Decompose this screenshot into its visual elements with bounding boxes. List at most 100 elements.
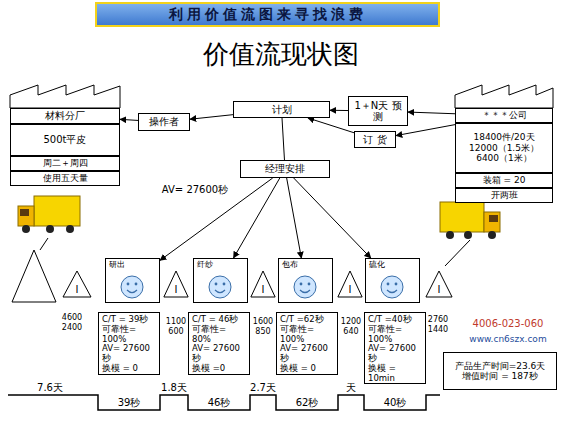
node-text: AV= 27600 秒 xyxy=(368,344,422,364)
process-box: 1＋N天 预测 xyxy=(348,96,408,126)
summary-box: 产品生产时间=23.6天增值时间 = 187秒 xyxy=(443,352,557,390)
node-text: 产品生产时间=23.6天 xyxy=(455,361,546,371)
connector xyxy=(282,118,284,160)
node-text: 纤纱 xyxy=(197,260,213,269)
connector xyxy=(330,110,348,111)
annotation: 2.7天 xyxy=(249,382,277,393)
connector xyxy=(294,178,371,258)
node-text: C/T = 46秒 xyxy=(192,315,238,325)
data-row: 使用五天量 xyxy=(10,171,120,186)
annotation: 640 xyxy=(342,328,359,337)
process-box: 经理安排 xyxy=(240,160,330,178)
truck xyxy=(18,196,80,233)
node-text: AV= 27600 秒 xyxy=(280,344,334,364)
title-banner: 利用价值流图来寻找浪费 xyxy=(95,2,440,27)
node-text: 500t平皮 xyxy=(43,134,86,146)
subtitle: 价值流现状图 xyxy=(202,40,360,69)
node-text: AV= 27600 秒 xyxy=(102,344,156,364)
process-box: 订 货 xyxy=(354,131,396,148)
data-row: 18400件/20天 12000（1.5米） 6400（1米） xyxy=(455,123,553,173)
annotation: 2400 xyxy=(61,324,83,333)
node-text: 增值时间 = 187秒 xyxy=(462,371,537,381)
annotation: 2760 xyxy=(427,316,449,325)
node-text: 操作者 xyxy=(149,116,179,128)
timeline xyxy=(8,395,440,410)
node-text: I xyxy=(175,284,178,296)
data-box: C/T = 39秒可靠性= 100%AV= 27600 秒换模 = 0 xyxy=(98,312,160,375)
annotation: AV= 27600秒 xyxy=(161,184,229,195)
node-text: 换模 = 0 xyxy=(280,364,316,374)
node-text: I xyxy=(438,284,441,296)
process-box: 硫化 xyxy=(365,258,420,303)
connector xyxy=(234,178,280,258)
node-text: I xyxy=(262,284,265,296)
node-text: 研出 xyxy=(109,260,125,269)
annotation: 1440 xyxy=(427,326,449,335)
factory-roof xyxy=(455,85,553,108)
node-text: C/T =62秒 xyxy=(280,315,324,325)
node-text: 开两班 xyxy=(491,190,518,200)
data-row: 周二＋周四 xyxy=(10,156,120,171)
annotation: 600 xyxy=(167,328,184,337)
node-text: I xyxy=(349,284,352,296)
node-text: 18400件/20天 12000（1.5米） 6400（1米） xyxy=(458,132,550,163)
node-text: I xyxy=(76,284,79,296)
node-text: 包布 xyxy=(282,260,298,269)
inventory-triangle: I xyxy=(425,270,453,298)
annotation: 1200 xyxy=(340,318,362,327)
operator-box: 操作者 xyxy=(138,113,190,131)
inventory-triangle: I xyxy=(337,270,363,298)
data-row: 开两班 xyxy=(455,188,553,203)
leader-line xyxy=(445,240,470,266)
node-text: 换模 = 0 xyxy=(102,364,138,374)
watermark: www.cn6szx.com xyxy=(468,335,547,345)
node-text: 可靠性= 80% xyxy=(192,325,246,345)
annotation: 62秒 xyxy=(295,397,320,408)
node-text: 周二＋周四 xyxy=(43,158,88,168)
node-text: 换模 = 10min xyxy=(368,364,422,384)
inventory-triangle: I xyxy=(62,270,92,298)
inventory-triangle: I xyxy=(163,270,189,298)
annotation: 7.6天 xyxy=(36,382,64,393)
node-text: 1＋N天 预测 xyxy=(351,100,405,123)
truck xyxy=(440,202,500,239)
connector xyxy=(408,112,455,114)
annotation: 40秒 xyxy=(383,397,408,408)
node-text: 使用五天量 xyxy=(43,173,88,183)
node-text: 硫化 xyxy=(369,260,385,269)
connector xyxy=(287,178,302,258)
inventory-triangle: I xyxy=(250,270,276,298)
process-box: 研出 xyxy=(105,258,160,303)
annotation: 850 xyxy=(254,328,271,337)
factory-header: ＊＊＊公司 xyxy=(455,108,553,123)
annotation: 1100 xyxy=(165,318,187,327)
node-text: 装箱 = 20 xyxy=(483,175,526,185)
data-row: 装箱 = 20 xyxy=(455,173,553,188)
node-text: 可靠性= 100% xyxy=(280,325,334,345)
process-box: 纤纱 xyxy=(193,258,248,303)
shipment-triangle xyxy=(12,250,56,302)
node-text: 可靠性= 100% xyxy=(102,325,156,345)
leader-line xyxy=(40,238,48,250)
annotation: 1.8天 xyxy=(160,382,188,393)
node-text: 可靠性= 100% xyxy=(368,325,422,345)
data-row: 500t平皮 xyxy=(10,124,120,156)
node-text: 材料分厂 xyxy=(45,110,85,122)
annotation: 39秒 xyxy=(117,397,142,408)
annotation: 46秒 xyxy=(207,397,232,408)
node-text: C/T =40秒 xyxy=(368,315,412,325)
process-box: 包布 xyxy=(278,258,333,303)
node-text: 订 货 xyxy=(363,134,386,146)
process-box: 计划 xyxy=(233,101,330,118)
watermark: 4006-023-060 xyxy=(472,318,545,329)
node-text: C/T = 39秒 xyxy=(102,315,148,325)
node-text: 经理安排 xyxy=(265,163,305,175)
annotation: 4600 xyxy=(61,314,83,323)
connector xyxy=(120,119,138,120)
node-text: ＊＊＊公司 xyxy=(482,110,527,120)
annotation: 1600 xyxy=(252,318,274,327)
data-box: C/T =40秒可靠性= 100%AV= 27600 秒换模 = 10min xyxy=(364,312,426,384)
factory-header: 材料分厂 xyxy=(10,108,120,124)
annotation: 天 xyxy=(345,382,357,393)
